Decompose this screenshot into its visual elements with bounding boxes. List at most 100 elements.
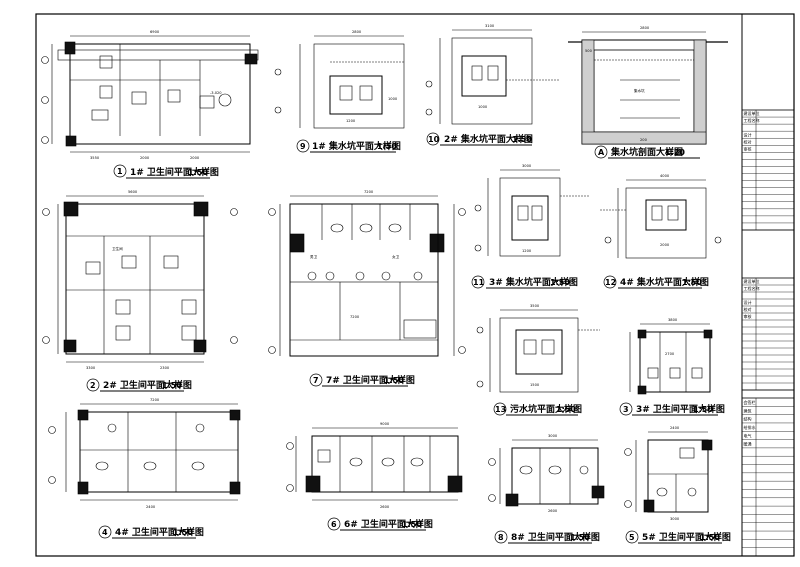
p1-scale: 1:50: [188, 168, 208, 177]
p11-scale: 1:50: [550, 278, 570, 287]
p5-scale: 1:50: [700, 533, 720, 542]
pa-note: 集水坑: [634, 88, 645, 93]
p12-scale: 1:50: [682, 278, 702, 287]
p12-num: 12: [605, 278, 616, 287]
plan-13: [476, 309, 600, 393]
p7-top-dim: 7200: [364, 190, 374, 194]
plan-10: [425, 29, 560, 125]
p4-top-dim: 7200: [150, 398, 160, 402]
pa-title: 集水坑剖面大样图: [610, 146, 683, 158]
p7-room2: 女卫: [392, 254, 400, 259]
pa-scale: 1:20: [665, 148, 685, 157]
p2-d1: 3300: [86, 366, 96, 370]
p13-title: 污水坑平面大样图: [510, 403, 582, 415]
title-block-cell-label: 会签栏: [744, 399, 756, 405]
p1-dim-3: 2000: [190, 156, 200, 160]
p9-h: 1000: [388, 97, 398, 101]
p13-scale: 1:50: [556, 405, 576, 414]
p9-w: 1200: [346, 119, 356, 123]
p11-num: 11: [473, 278, 485, 287]
p1-dim-1: 3550: [90, 156, 100, 160]
title-block-cell-label: 建设单位: [744, 278, 760, 284]
p4-title: 4# 卫生间平面大样图: [115, 526, 204, 538]
title-block-cell-label: 校对: [744, 138, 752, 144]
title-block-cell-label: 给排水: [744, 424, 756, 430]
p4-scale: 1:50: [173, 528, 193, 537]
pa-base: 200: [640, 138, 648, 142]
plan-9: [274, 35, 405, 129]
pa-top-dim: 2800: [640, 26, 650, 30]
p3-scale: 1:50: [693, 405, 713, 414]
plan-12: [600, 179, 722, 259]
title-block-cell-label: 暖通: [744, 441, 752, 447]
p8-side: 2600: [548, 509, 558, 513]
p11-side: 1200: [522, 249, 532, 253]
p9-num: 9: [300, 142, 306, 151]
title-block-cell-label: 设计: [744, 131, 752, 137]
p13-side: 1500: [530, 383, 540, 387]
p10-scale: 1:50: [512, 135, 532, 144]
section-a: [568, 31, 728, 145]
title-block-cell-label: 建筑: [744, 407, 752, 413]
title-block-cell-label: 建设单位: [744, 110, 760, 116]
p13-num: 13: [495, 405, 506, 414]
title-block-cell-label: 工程名称: [744, 117, 760, 123]
plan-4: [48, 403, 241, 501]
p3-side: 2700: [665, 352, 675, 356]
p10-title: 2# 集水坑平面大样图: [444, 133, 533, 145]
p9-scale: 1:50: [377, 142, 397, 151]
title-block-cell-label: 审核: [744, 313, 752, 319]
title-block-cell-label: 工程名称: [744, 285, 760, 291]
title-block-frame: [741, 109, 795, 231]
p1-num-circle: [113, 164, 127, 178]
p2-num: 2: [90, 381, 96, 390]
p9-title: 1# 集水坑平面大样图: [312, 140, 401, 152]
p12-top-dim: 4000: [660, 174, 670, 178]
p10-num: 10: [428, 135, 440, 144]
p11-title: 3# 集水坑平面大样图: [489, 276, 578, 288]
p6-top-dim: 9000: [380, 422, 390, 426]
p7-title: 7# 卫生间平面大样图: [326, 374, 415, 386]
p12-side: 2000: [660, 243, 670, 247]
p1-num: 1: [117, 167, 123, 176]
plan-2: [42, 195, 238, 363]
plan-1: [41, 35, 259, 153]
title-block-cell-label: 校对: [744, 306, 752, 312]
p5-side: 3000: [670, 517, 680, 521]
p1-dim-2: 2000: [140, 156, 150, 160]
p6-scale: 1:50: [402, 520, 422, 529]
plan-3: [629, 323, 713, 395]
p8-num: 8: [498, 533, 504, 542]
p9-top-dim: 2800: [352, 30, 362, 34]
p7-side: 7200: [350, 315, 360, 319]
p4-side: 2400: [146, 505, 156, 509]
p8-title: 8# 卫生间平面大样图: [511, 531, 600, 543]
title-block-frame: [741, 397, 795, 557]
title-block-cell-label: 设计: [744, 299, 752, 305]
p3-num: 3: [623, 405, 629, 414]
p7-scale: 1:50: [384, 376, 404, 385]
title-block-cells: 建设单位工程名称设计校对审核建设单位工程名称设计校对审核会签栏建筑结构给排水电气…: [741, 109, 795, 557]
p10-top-dim: 3100: [485, 24, 495, 28]
p6-title: 6# 卫生间平面大样图: [344, 518, 433, 530]
p6-num: 6: [331, 520, 337, 529]
p2-top-dim: 5600: [128, 190, 138, 194]
p5-top-dim: 2400: [670, 426, 680, 430]
p3-title: 3# 卫生间平面大样图: [636, 403, 725, 415]
title-block-cell-label: 结构: [744, 416, 752, 422]
p2-scale: 1:50: [162, 381, 182, 390]
p5-title: 5# 卫生间平面大样图: [642, 531, 731, 543]
p2-title: 2# 卫生间平面大样图: [103, 379, 192, 391]
p6-side: 2600: [380, 505, 390, 509]
p1-top-dim: 6900: [150, 30, 160, 34]
plan-8: [488, 439, 605, 507]
p2-room: 卫生间: [112, 246, 123, 251]
p8-scale: 1:50: [570, 533, 590, 542]
p7-num: 7: [313, 376, 319, 385]
p1-title: 1# 卫生间平面大样图: [130, 166, 219, 178]
p13-top-dim: 3500: [530, 304, 540, 308]
p12-title: 4# 集水坑平面大样图: [620, 276, 709, 288]
p1-elev: -3.020: [210, 91, 222, 95]
plan-11: [474, 169, 590, 257]
